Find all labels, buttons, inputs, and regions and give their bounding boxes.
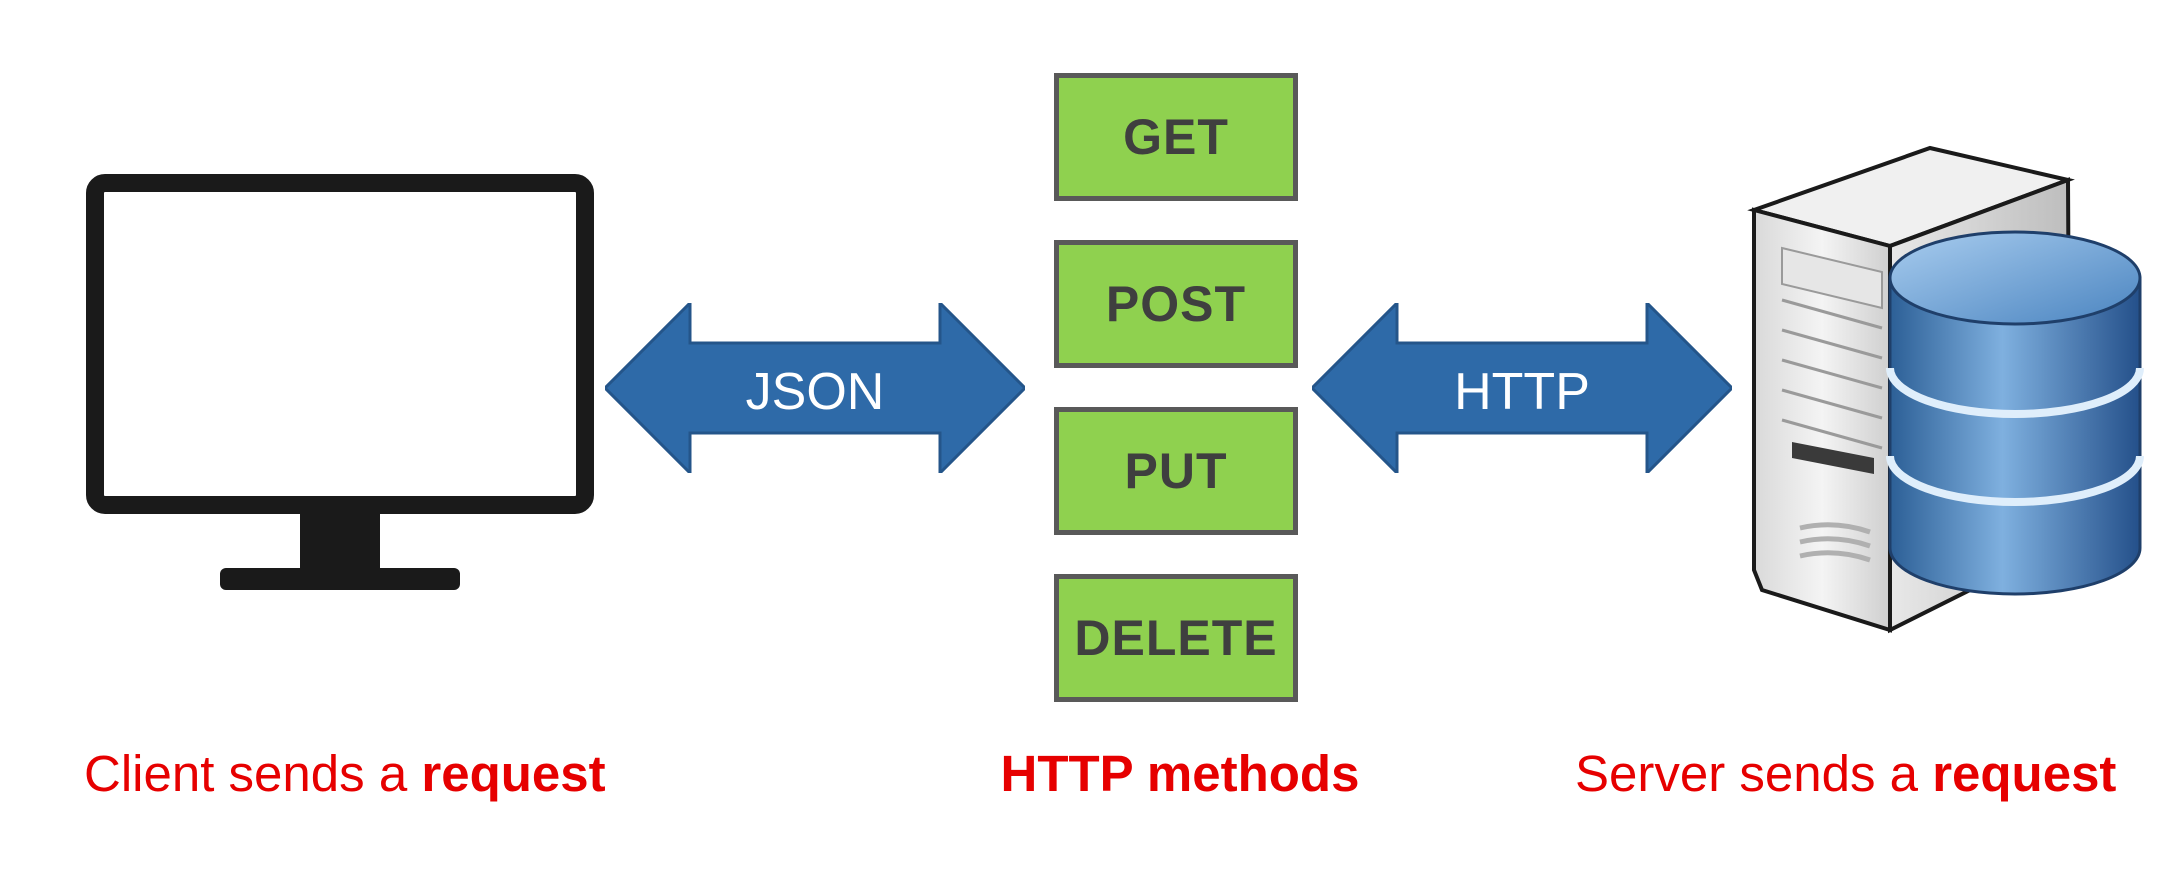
server-caption-text: Server sends a bbox=[1575, 744, 1933, 802]
server-caption-bold: request bbox=[1932, 744, 2117, 802]
client-caption: Client sends a request bbox=[84, 738, 606, 808]
http-double-arrow bbox=[1312, 303, 1732, 473]
json-double-arrow bbox=[605, 303, 1025, 473]
http-methods-caption-text: HTTP methods bbox=[1000, 744, 1360, 802]
method-get: GET bbox=[1054, 73, 1298, 201]
server-caption: Server sends a request bbox=[1575, 738, 2116, 808]
client-caption-bold: request bbox=[421, 744, 606, 802]
method-delete: DELETE bbox=[1054, 574, 1298, 702]
http-arrow-label: HTTP bbox=[1454, 363, 1590, 421]
monitor-icon bbox=[86, 174, 594, 590]
json-arrow-label: JSON bbox=[745, 363, 885, 421]
client-caption-text: Client sends a bbox=[84, 744, 422, 802]
method-put: PUT bbox=[1054, 407, 1298, 535]
method-post: POST bbox=[1054, 240, 1298, 368]
http-methods-caption: HTTP methods bbox=[940, 738, 1420, 808]
server-database-icon bbox=[1747, 145, 2144, 634]
